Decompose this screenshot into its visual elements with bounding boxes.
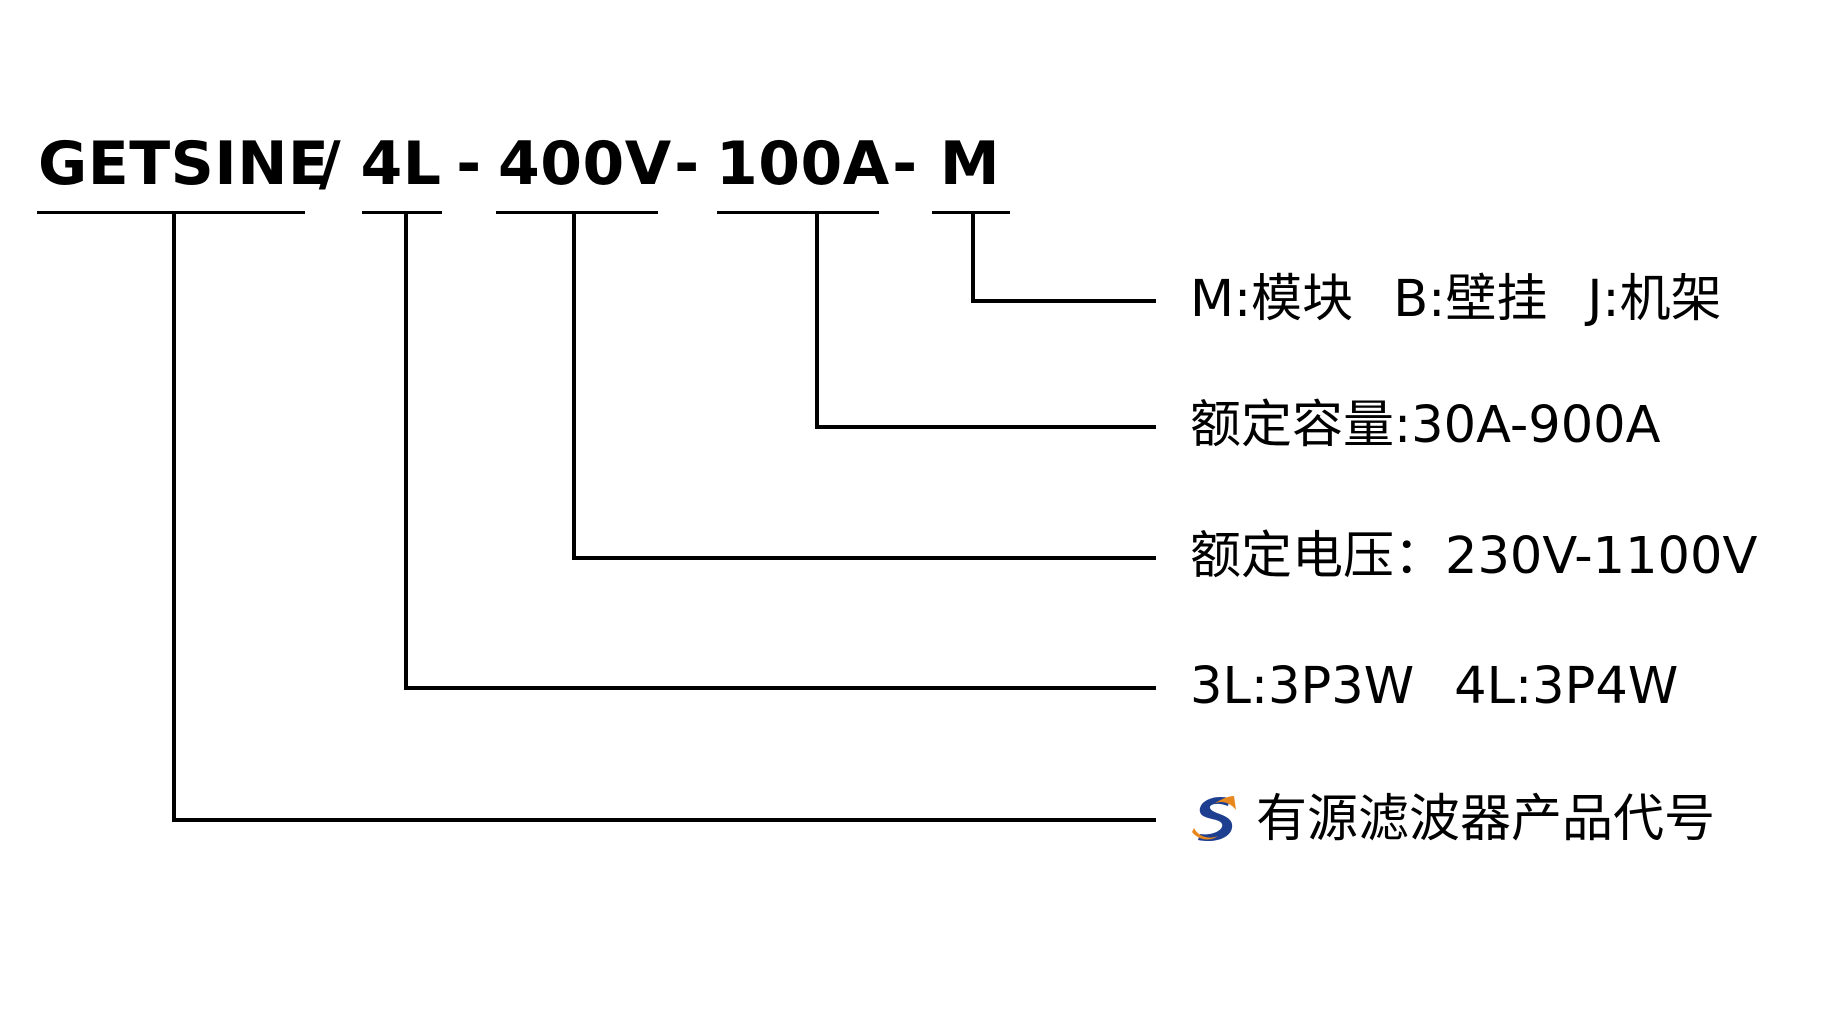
getsine-s-logo-icon — [1190, 792, 1242, 844]
desc-lines-4l: 4L:3P4W — [1454, 657, 1679, 716]
code-mount: M — [939, 129, 1001, 199]
connector-voltage-horizontal — [572, 556, 1156, 560]
connector-mount-vertical — [971, 213, 975, 303]
underline-mount — [932, 211, 1010, 214]
desc-lines: 3L:3P3W 4L:3P4W — [1190, 655, 1678, 719]
code-dash-1: - — [456, 129, 482, 199]
connector-lines-vertical — [404, 213, 408, 690]
code-dash-2: - — [674, 129, 700, 199]
desc-product-text: 有源滤波器产品代号 — [1256, 790, 1716, 849]
connector-voltage-vertical — [572, 213, 576, 560]
underline-brand — [37, 211, 305, 214]
code-brand: GETSINE — [38, 129, 330, 199]
connector-brand-horizontal — [172, 818, 1156, 822]
connector-mount-horizontal — [971, 299, 1156, 303]
desc-current: 额定容量:30A-900A — [1190, 396, 1661, 455]
desc-mount-m: M:模块 — [1190, 270, 1354, 329]
code-current: 100A — [716, 129, 890, 199]
desc-mount: M:模块 B:壁挂 J:机架 — [1190, 268, 1722, 332]
desc-voltage: 额定电压：230V-1100V — [1190, 527, 1758, 586]
code-lines: 4L — [360, 129, 442, 199]
desc-lines-3l: 3L:3P3W — [1190, 657, 1415, 716]
connector-current-horizontal — [815, 425, 1156, 429]
underline-voltage — [496, 211, 658, 214]
connector-current-vertical — [815, 213, 819, 429]
connector-brand-vertical — [172, 213, 176, 822]
desc-product: 有源滤波器产品代号 — [1190, 788, 1715, 852]
code-dash-3: - — [892, 129, 918, 199]
code-voltage: 400V — [498, 129, 672, 199]
underline-lines — [362, 211, 442, 214]
desc-mount-j: J:机架 — [1587, 270, 1722, 329]
code-slash: / — [318, 129, 342, 199]
underline-current — [717, 211, 879, 214]
desc-mount-b: B:壁挂 — [1393, 270, 1548, 329]
connector-lines-horizontal — [404, 686, 1156, 690]
